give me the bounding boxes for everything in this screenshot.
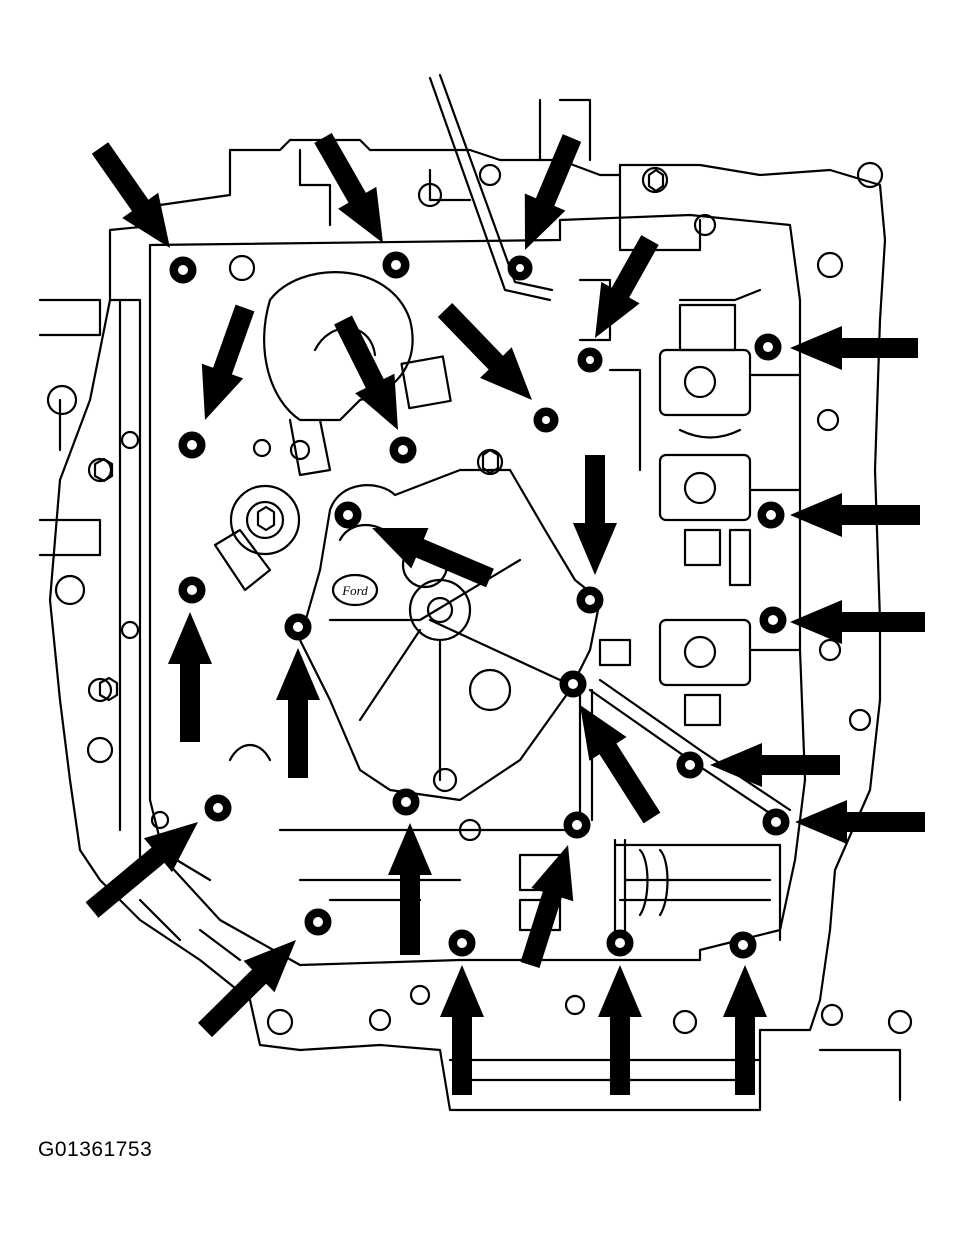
callout-arrow-16	[710, 743, 840, 787]
callout-arrow-13	[168, 612, 212, 742]
callout-arrow-11	[573, 455, 617, 575]
callout-arrow-12	[790, 600, 925, 644]
callout-arrow-24	[723, 965, 767, 1095]
solenoid-b	[658, 453, 752, 522]
dipstick-tube	[428, 73, 554, 302]
left-manifold	[38, 298, 142, 882]
callout-arrow-20	[795, 800, 925, 844]
callout-arrow-21	[198, 940, 296, 1038]
callout-arrow-4	[595, 235, 659, 338]
solenoid-c	[658, 618, 752, 687]
solenoid-a	[658, 348, 752, 417]
callout-arrow-1	[91, 142, 170, 248]
callout-arrow-22	[440, 965, 484, 1095]
ford-emblem-text: Ford	[341, 583, 368, 598]
callout-arrow-17	[85, 822, 198, 918]
callout-arrows	[85, 133, 925, 1095]
callout-arrow-3	[524, 134, 582, 250]
callout-arrow-18	[388, 823, 432, 955]
ford-emblem	[331, 573, 379, 607]
callout-arrow-15	[580, 705, 661, 824]
callout-arrow-23	[598, 965, 642, 1095]
callout-arrow-7	[334, 315, 398, 430]
callout-arrow-19	[520, 845, 574, 968]
callout-arrow-5	[790, 326, 918, 370]
housing-outline	[48, 138, 887, 1112]
callout-arrow-10	[790, 493, 920, 537]
figure-id-label: G01361753	[38, 1138, 153, 1161]
callout-arrow-8	[437, 303, 532, 400]
callout-arrow-6	[201, 304, 255, 420]
callout-arrow-9	[372, 528, 494, 588]
callout-arrow-14	[276, 648, 320, 778]
top-bracket	[298, 98, 702, 252]
minor-bolts	[93, 168, 665, 702]
callout-arrow-2	[314, 133, 383, 243]
